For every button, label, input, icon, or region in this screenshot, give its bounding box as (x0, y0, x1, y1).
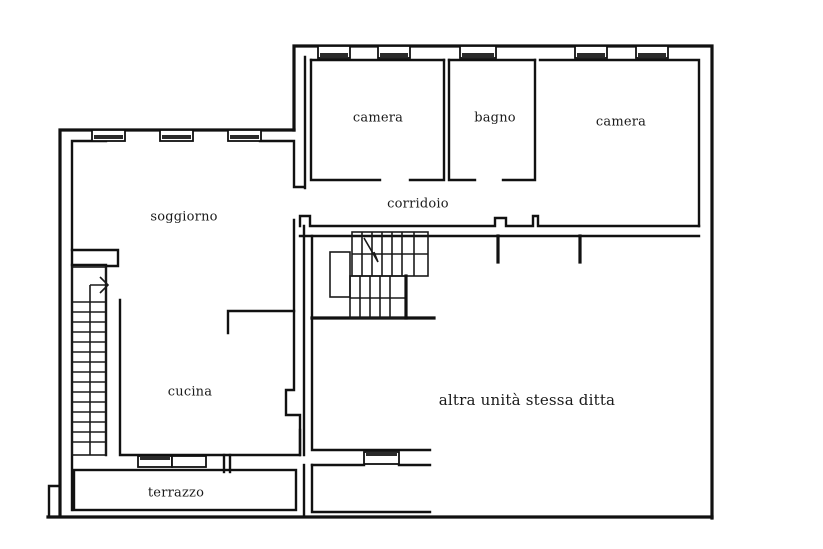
left-wing-walls (70, 139, 306, 512)
upper-wing-walls (298, 55, 701, 264)
other-unit-walls (302, 224, 436, 519)
room-label-bagno: bagno (474, 110, 516, 126)
central-staircase (329, 231, 429, 320)
windows-top (317, 45, 669, 59)
room-label-corridoio: corridoio (387, 196, 449, 212)
room-label-camera-1: camera (352, 110, 404, 126)
room-label-terrazzo: terrazzo (147, 485, 205, 501)
room-label-soggiorno: soggiorno (150, 209, 218, 225)
room-label-cucina: cucina (167, 384, 213, 400)
room-label-camera-2: camera (595, 114, 647, 130)
left-staircase (71, 266, 110, 456)
windows-left (91, 129, 262, 468)
outer-walls (46, 44, 714, 520)
room-label-altra-unita: altra unità stessa ditta (438, 391, 616, 409)
